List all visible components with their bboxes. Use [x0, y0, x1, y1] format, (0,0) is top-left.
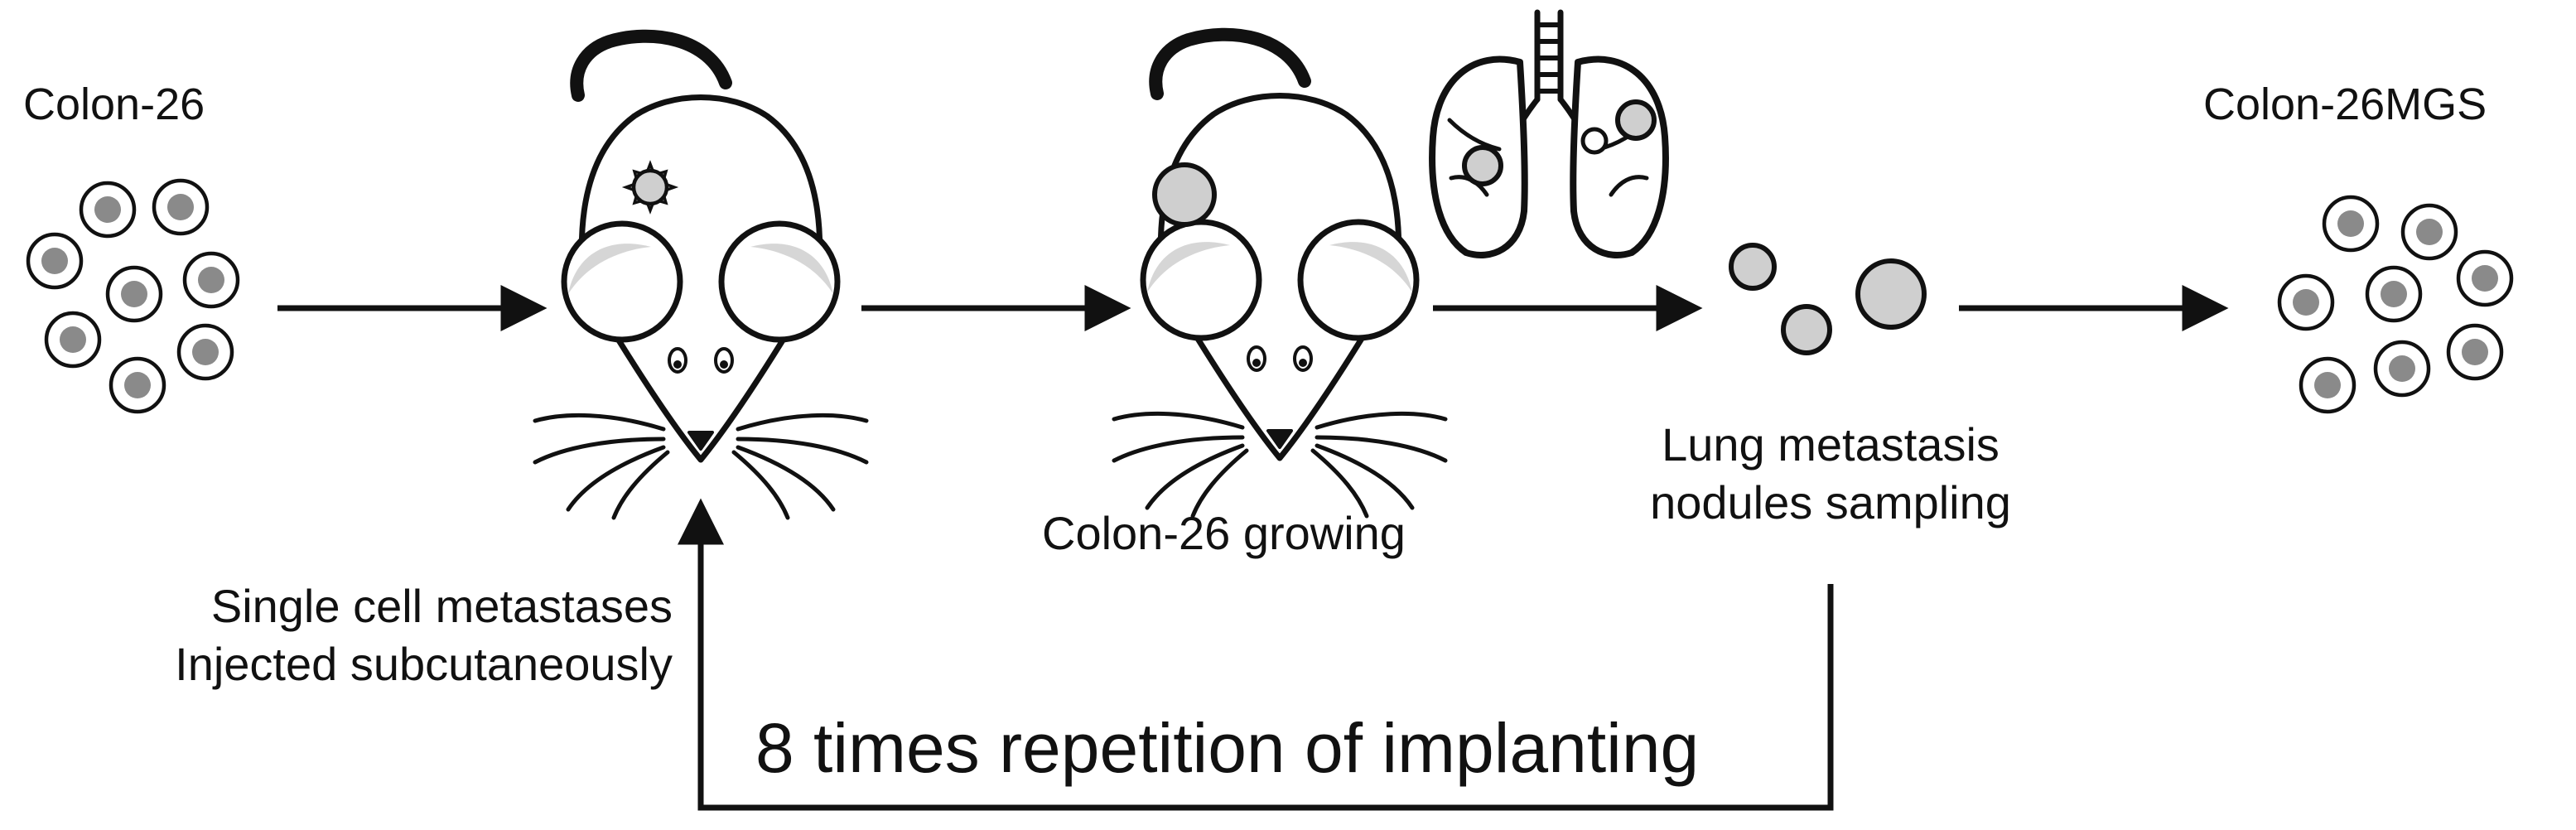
cell-cluster-icon [28, 181, 238, 412]
injection-line-2: Injected subcutaneously [175, 638, 673, 691]
lung-sampling-label: Lung metastasis nodules sampling [1607, 418, 2054, 530]
tumor-icon [1152, 162, 1217, 227]
growing-label: Colon-26 growing [1042, 507, 1406, 559]
mouse-icon [1114, 35, 1445, 516]
repetition-label: 8 times repetition of implanting [755, 709, 1700, 787]
tumor-icon [621, 160, 679, 215]
injection-label: Single cell metastases Injected subcutan… [17, 580, 673, 692]
nodule-icon [1729, 243, 1927, 355]
mouse-icon [535, 36, 866, 518]
injection-line-1: Single cell metastases [210, 580, 673, 632]
lung-sampling-line-1: Lung metastasis [1662, 418, 2000, 470]
arrow-icon [678, 498, 1834, 811]
source-cells-label: Colon-26 [23, 80, 205, 129]
cell-cluster-icon [2279, 197, 2511, 412]
lung-sampling-line-2: nodules sampling [1650, 476, 2011, 529]
lung-icon [1432, 12, 1666, 255]
result-cells-label: Colon-26MGS [2203, 80, 2487, 129]
